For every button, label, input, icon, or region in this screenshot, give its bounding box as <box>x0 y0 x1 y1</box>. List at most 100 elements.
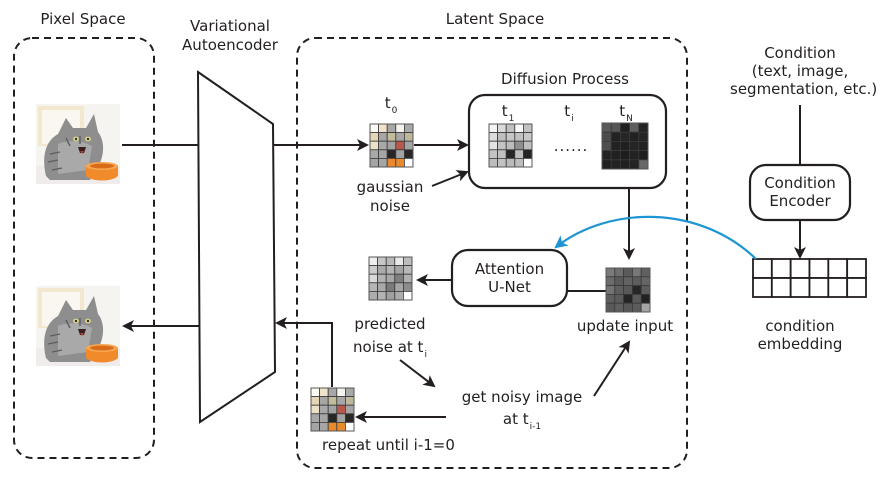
grid-cell <box>638 140 649 151</box>
grid-cell <box>394 273 404 284</box>
grid-cell <box>488 123 499 134</box>
grid-cell <box>523 149 533 159</box>
grid-cell <box>394 282 404 292</box>
condition-title-line1: Condition <box>764 44 836 62</box>
grid-cell <box>497 132 507 142</box>
grid-cell <box>514 123 524 134</box>
attention-unet-line2: U-Net <box>488 278 531 296</box>
grid-cell <box>632 267 642 278</box>
grid-cell <box>385 256 396 267</box>
grid-cell <box>488 149 499 159</box>
grid-cell <box>610 140 621 151</box>
grid-cell <box>640 302 651 313</box>
grid-cell <box>614 267 624 278</box>
arrow-output-latent-to-vae <box>275 317 333 387</box>
condition-title: Condition (text, image, segmentation, et… <box>730 44 877 98</box>
grid-cell <box>488 157 499 168</box>
grid-cell <box>319 404 329 415</box>
grid-cell <box>377 282 387 292</box>
predicted-noise-grid <box>368 256 413 301</box>
cross-attention-arrow <box>554 215 757 260</box>
pixel-space-region <box>13 37 155 459</box>
grid-cell <box>623 276 633 286</box>
grid-cell <box>610 159 621 170</box>
grid-cell <box>394 265 404 275</box>
grid-cell <box>601 131 612 142</box>
grid-cell <box>386 140 397 151</box>
get-noisy-image-line1: get noisy image <box>461 388 583 406</box>
diffusion-ellipsis: ...... <box>553 137 589 155</box>
attention-unet-box <box>450 248 569 308</box>
grid-cell <box>601 159 612 170</box>
grid-cell <box>344 387 355 398</box>
repeat-label: repeat until i-1=0 <box>322 436 455 454</box>
grid-cell <box>601 150 612 161</box>
grid-cell <box>394 290 404 301</box>
grid-cell <box>336 404 346 415</box>
grid-cell <box>327 404 338 415</box>
grid-cell <box>310 387 321 398</box>
grid-cell <box>632 285 642 295</box>
grid-cell <box>344 404 355 415</box>
grid-cell <box>369 132 380 142</box>
grid-cell <box>327 387 338 398</box>
grid-cell <box>327 396 338 406</box>
embedding-cell <box>789 277 811 298</box>
predicted-noise-line2: noise at ti <box>335 336 445 362</box>
grid-cell <box>319 387 329 398</box>
grid-cell <box>386 123 397 134</box>
grid-cell <box>368 273 379 284</box>
grid-cell <box>610 131 621 142</box>
input-image <box>35 103 121 185</box>
grid-cell <box>377 273 387 284</box>
grid-cell <box>402 265 413 275</box>
grid-cell <box>377 290 387 301</box>
get-noisy-image-line2: at ti-1 <box>442 408 602 433</box>
grid-cell <box>605 302 616 313</box>
grid-cell <box>614 276 624 286</box>
vae-title: Variational Autoencoder <box>170 17 290 55</box>
embedding-cell <box>808 277 830 298</box>
embedding-cell <box>770 258 792 279</box>
label-ti: ti <box>554 103 584 125</box>
output-latent-grid <box>310 387 355 432</box>
grid-frame <box>601 122 649 170</box>
grid-cell <box>385 282 396 292</box>
grid-cell <box>640 276 651 286</box>
vae-title-line1: Variational <box>190 17 270 35</box>
grid-cell <box>310 396 321 406</box>
grid-cell <box>488 132 499 142</box>
get-noisy-image-sub: i-1 <box>529 422 542 432</box>
grid-cell <box>368 290 379 301</box>
grid-cell <box>368 256 379 267</box>
grid-cell <box>638 122 649 133</box>
grid-cell <box>402 282 413 292</box>
label-t1: t1 <box>493 103 523 125</box>
label-tN: tN <box>609 102 643 125</box>
grid-cell <box>403 140 414 151</box>
grid-cell <box>377 265 387 275</box>
grid-cell <box>402 273 413 284</box>
grid-cell <box>629 122 640 133</box>
grid-cell <box>310 421 321 432</box>
grid-cell <box>369 123 380 134</box>
grid-cell <box>327 421 338 432</box>
grid-cell <box>386 149 397 159</box>
embedding-cell <box>846 277 867 298</box>
grid-cell <box>310 413 321 423</box>
grid-cell <box>378 149 388 159</box>
gaussian-noise-line2: noise <box>370 197 410 215</box>
grid-cell <box>514 157 524 168</box>
grid-cell <box>310 404 321 415</box>
label-tN-base: t <box>619 102 626 120</box>
grid-cell <box>386 132 397 142</box>
get-noisy-image-line2-text: at t <box>502 410 529 428</box>
grid-cell <box>614 285 624 295</box>
predicted-noise-label: predicted noise at ti <box>335 313 445 362</box>
label-t0-base: t <box>384 94 391 112</box>
grid-cell <box>623 302 633 313</box>
latent-grid-t0 <box>369 123 414 168</box>
grid-cell <box>336 396 346 406</box>
attention-unet-label: Attention U-Net <box>452 260 567 296</box>
gaussian-noise-line1: gaussian <box>356 178 424 196</box>
